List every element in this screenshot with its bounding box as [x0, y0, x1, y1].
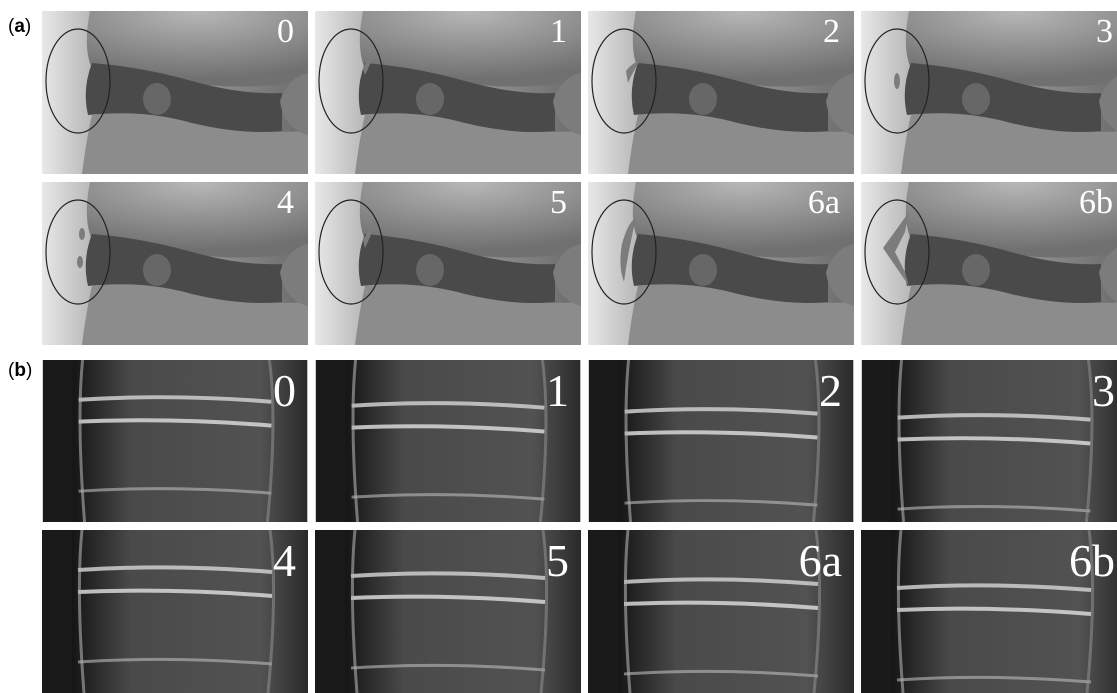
schematic-tile: 0 — [42, 11, 308, 174]
panel-b-label: (b) — [8, 360, 32, 382]
ct-tile: 4 — [42, 530, 308, 693]
grade-label: 4 — [277, 186, 294, 220]
grade-label: 6b — [1069, 538, 1115, 584]
grade-label: 6a — [808, 186, 840, 220]
ct-tile: 0 — [42, 360, 308, 522]
grade-label: 0 — [277, 15, 294, 49]
grade-label: 0 — [273, 368, 296, 414]
grade-label: 6b — [1079, 186, 1113, 220]
ct-tile: 5 — [315, 530, 581, 693]
schematic-tile: 1 — [315, 11, 581, 174]
panel-a-label: (a) — [8, 16, 31, 38]
schematic-tile: 3 — [861, 11, 1117, 174]
ct-tile: 2 — [588, 360, 854, 522]
grade-label: 1 — [550, 15, 567, 49]
ct-tile: 3 — [861, 360, 1117, 522]
ct-tile: 6a — [588, 530, 854, 693]
grade-label: 5 — [550, 186, 567, 220]
schematic-tile: 2 — [588, 11, 854, 174]
grade-label: 3 — [1092, 368, 1115, 414]
grade-label: 3 — [1096, 15, 1113, 49]
schematic-tile: 4 — [42, 182, 308, 345]
schematic-tile: 6b — [861, 182, 1117, 345]
ct-tile: 6b — [861, 530, 1117, 693]
grade-label: 1 — [546, 368, 569, 414]
grade-label: 2 — [819, 368, 842, 414]
schematic-tile: 5 — [315, 182, 581, 345]
grade-label: 4 — [273, 538, 296, 584]
grade-label: 5 — [546, 538, 569, 584]
grade-label: 6a — [799, 538, 842, 584]
grade-label: 2 — [823, 15, 840, 49]
ct-tile: 1 — [315, 360, 581, 522]
schematic-tile: 6a — [588, 182, 854, 345]
